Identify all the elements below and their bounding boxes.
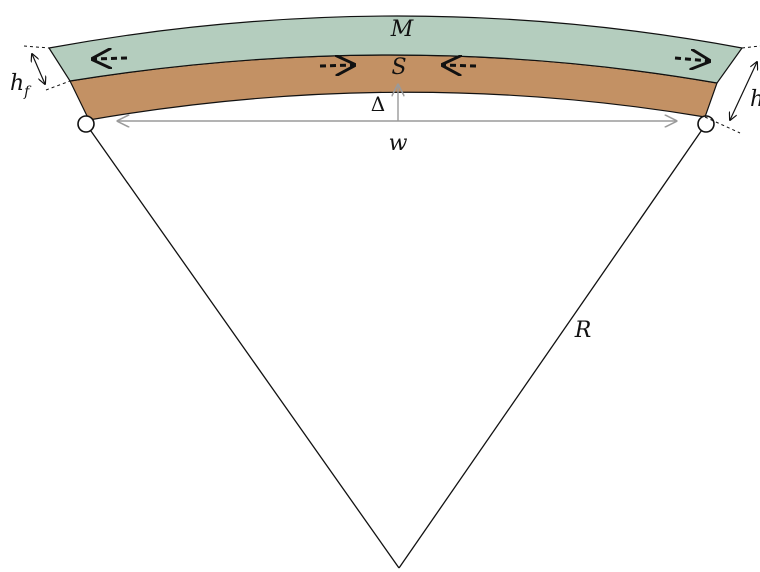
sector-left-edge <box>85 123 400 569</box>
film-thickness-h: h <box>10 71 24 96</box>
total-thickness-label: h <box>750 87 760 112</box>
substrate-arrow-left <box>443 65 477 66</box>
membrane-arrow-left <box>93 58 128 59</box>
width-label: w <box>389 131 408 156</box>
substrate-arrow-right <box>319 65 354 66</box>
substrate-label: S <box>391 55 406 80</box>
film-thickness-subscript: f <box>23 84 32 100</box>
film-thickness-label: hf <box>10 71 32 100</box>
sector-right-edge <box>398 123 707 569</box>
total-thickness-marker <box>704 45 760 134</box>
radius-label: R <box>574 318 592 343</box>
left-support-pin <box>77 115 95 133</box>
membrane-arrow-right <box>674 58 709 61</box>
right-support-pin <box>697 115 715 133</box>
deflection-label: Δ <box>371 92 385 116</box>
membrane-label: M <box>390 17 414 42</box>
film-thickness-marker <box>23 45 71 91</box>
